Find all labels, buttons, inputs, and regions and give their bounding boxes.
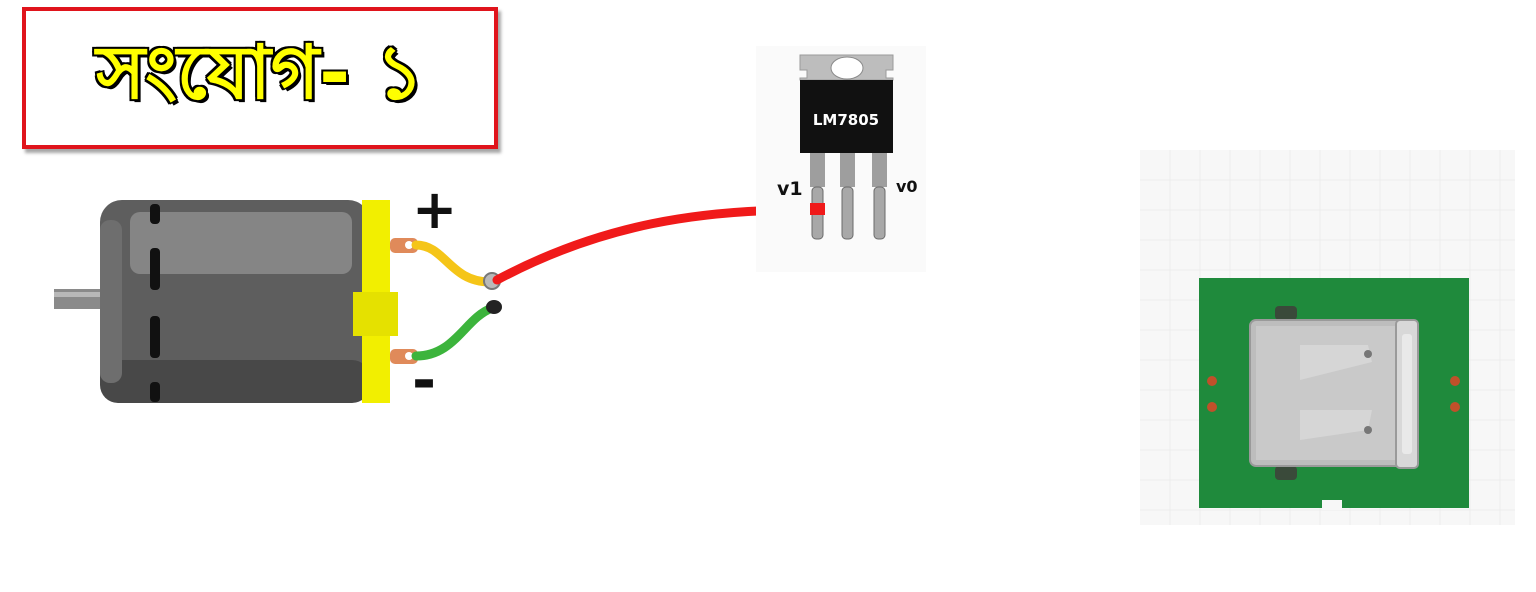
- regulator-part-label: LM7805: [813, 111, 879, 129]
- regulator-pin-3: [872, 153, 887, 187]
- motor-groove-3: [150, 316, 160, 358]
- pin-out-label: v0: [896, 177, 918, 196]
- motor-groove-4: [150, 382, 160, 402]
- wire-negative-motor: [411, 303, 497, 361]
- motor-shaft-highlight: [54, 292, 106, 297]
- regulator-body: [800, 80, 893, 153]
- regulator-pin-1: [810, 153, 825, 187]
- title-text: সংযোগ- ১: [95, 28, 426, 117]
- motor-body-highlight: [130, 212, 352, 274]
- wire-positive-motor: [411, 240, 495, 287]
- motor-body-shade: [100, 360, 370, 403]
- motor-endcap-tab: [353, 292, 398, 336]
- title-box: সংযোগ- ১: [22, 7, 498, 149]
- motor-left-cap: [100, 220, 122, 383]
- motor-groove-2: [150, 248, 160, 290]
- motor-groove-1: [150, 204, 160, 224]
- wire-end-negative: [486, 300, 502, 314]
- regulator-pin-2: [840, 153, 855, 187]
- plus-label: +: [412, 178, 457, 241]
- voltage-regulator: LM7805 v1 v0: [756, 46, 926, 272]
- regulator-mount-hole: [830, 56, 864, 80]
- usb-module: [1140, 150, 1515, 525]
- usb-solder-pad: [1207, 376, 1217, 386]
- regulator-pins: [810, 153, 887, 240]
- pin-in-label: v1: [777, 178, 803, 200]
- dc-motor: [54, 200, 418, 403]
